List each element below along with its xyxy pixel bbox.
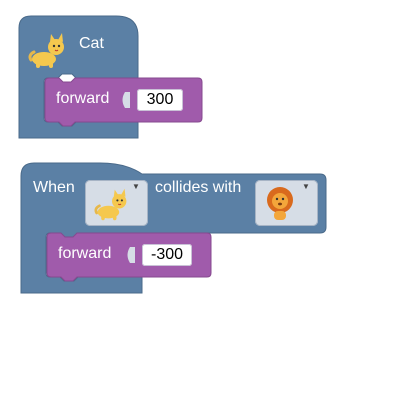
forward-label: forward <box>56 90 110 107</box>
when-label: When <box>33 179 75 196</box>
distance-input[interactable]: -300 <box>142 244 192 266</box>
distance-input[interactable]: 300 <box>137 89 183 111</box>
collides-with-label: collides with <box>155 179 242 196</box>
forward-label: forward <box>58 245 112 262</box>
sprite-dropdown-2[interactable]: ▼ <box>255 180 318 226</box>
chevron-down-icon: ▼ <box>302 182 310 191</box>
forward-block-1-shape <box>44 77 203 127</box>
chevron-down-icon: ▼ <box>132 182 140 191</box>
lion-icon <box>264 184 296 227</box>
sprite-dropdown-1[interactable]: ▼ <box>85 180 148 226</box>
cat-icon <box>91 186 133 227</box>
cat-icon <box>27 30 69 75</box>
sprite-name-label: Cat <box>79 35 104 52</box>
forward-block-2-shape <box>46 232 212 282</box>
